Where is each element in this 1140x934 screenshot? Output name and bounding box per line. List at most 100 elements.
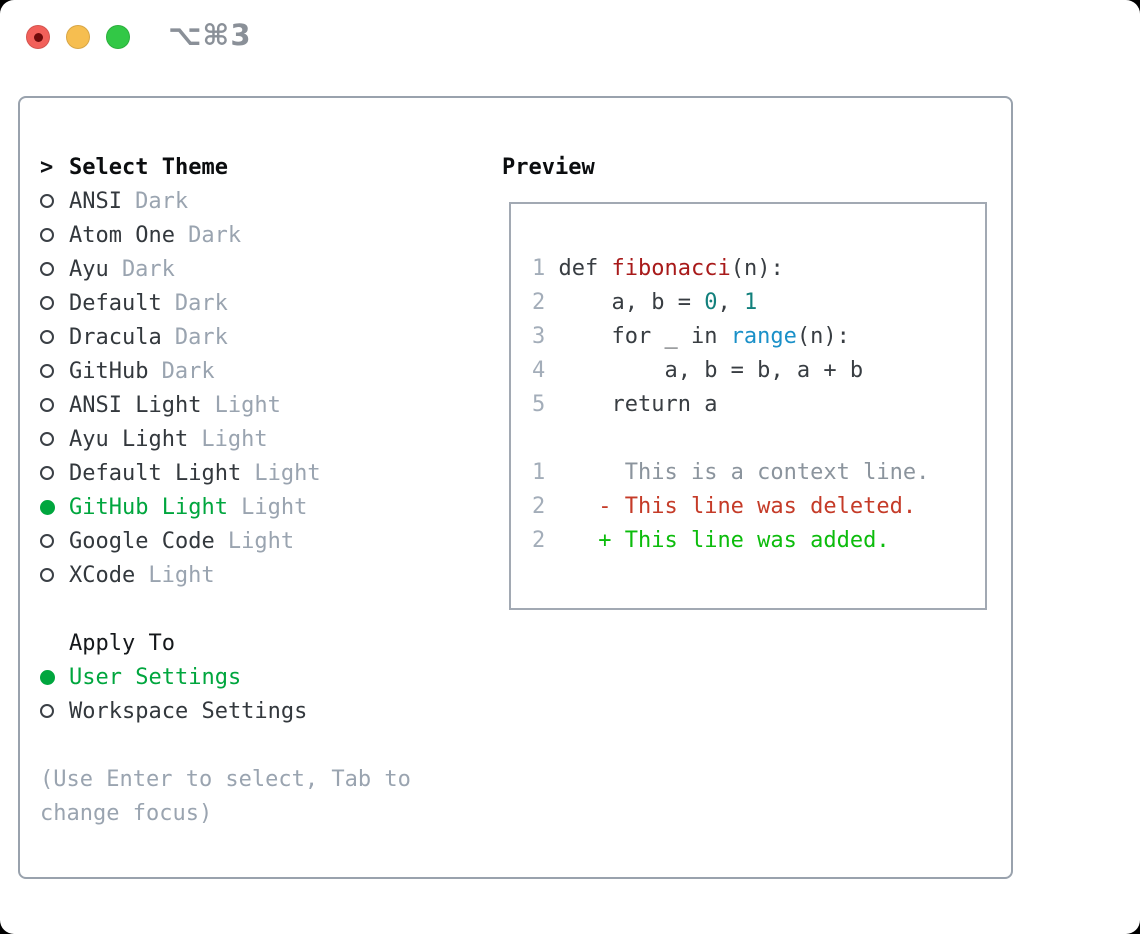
code-token: - This line was deleted. — [598, 494, 917, 519]
radio-icon — [40, 296, 69, 310]
theme-name: Default Light — [69, 460, 242, 486]
radio-outline-icon — [40, 364, 54, 378]
line-number: 2 — [532, 528, 546, 553]
radio-icon — [40, 432, 69, 446]
radio-outline-icon — [40, 568, 54, 582]
code-token: (n): — [796, 324, 850, 349]
code-token: def — [545, 256, 612, 281]
theme-variant: Light — [214, 392, 281, 418]
preview-title: Preview — [502, 154, 595, 180]
line-number: 3 — [532, 324, 546, 349]
theme-option[interactable]: ANSI Dark — [40, 184, 321, 218]
radio-filled-icon — [40, 499, 55, 515]
theme-variant: Light — [227, 528, 295, 554]
radio-outline-icon — [40, 466, 54, 480]
theme-option[interactable]: Ayu Light Light — [40, 422, 321, 456]
theme-name: ANSI Light — [69, 392, 202, 418]
radio-icon — [40, 330, 69, 344]
radio-icon — [40, 466, 69, 480]
theme-name: Default — [69, 290, 162, 316]
radio-outline-icon — [40, 534, 54, 548]
unsaved-indicator-dot — [33, 32, 43, 42]
code-line: 4 a, b = b, a + b — [532, 354, 863, 388]
apply-to-title: Apply To — [69, 630, 175, 656]
theme-name: ANSI — [69, 188, 122, 214]
titlebar: ⌥⌘3 — [0, 0, 1140, 96]
radio-outline-icon — [40, 704, 54, 718]
prompt-icon: > — [40, 154, 54, 180]
line-number: 1 — [532, 460, 546, 485]
diff-preview: 1 This is a context line.2 - This line w… — [532, 456, 929, 558]
code-token: for _ in — [545, 324, 731, 349]
theme-variant: Dark — [174, 290, 228, 316]
code-line: 5 return a — [532, 388, 863, 422]
radio-outline-icon — [40, 194, 54, 208]
code-token: range — [730, 324, 797, 349]
theme-name: GitHub Light — [69, 494, 228, 520]
radio-icon — [40, 568, 69, 582]
selected-radio-icon — [40, 669, 69, 685]
theme-name: Google Code — [69, 528, 215, 554]
code-token: + This line was added. — [598, 528, 890, 553]
theme-option[interactable]: GitHub Light Light — [40, 490, 321, 524]
code-token: a, b = b, a + b — [545, 358, 864, 383]
theme-variant: Dark — [135, 188, 189, 214]
radio-icon — [40, 262, 69, 276]
code-token: fibonacci — [611, 256, 731, 281]
theme-variant: Light — [241, 494, 308, 520]
theme-variant: Dark — [161, 358, 215, 384]
theme-variant: Dark — [174, 324, 228, 350]
diff-line: 1 This is a context line. — [532, 456, 929, 490]
radio-outline-icon — [40, 398, 54, 412]
line-number: 5 — [532, 392, 546, 417]
code-line: 1 def fibonacci(n): — [532, 252, 863, 286]
radio-icon — [40, 194, 69, 208]
theme-variant: Light — [201, 426, 268, 452]
code-token: a, b = — [545, 290, 705, 315]
theme-option[interactable]: ANSI Light Light — [40, 388, 321, 422]
theme-variant: Light — [148, 562, 215, 588]
theme-variant: Dark — [121, 256, 175, 282]
theme-name: Atom One — [69, 222, 175, 248]
select-theme-title: Select Theme — [69, 154, 228, 180]
apply-to-option[interactable]: User Settings — [40, 660, 307, 694]
theme-name: Ayu Light — [69, 426, 189, 452]
line-number: 1 — [532, 256, 546, 281]
apply-to-header: Apply To — [40, 626, 307, 660]
minimize-button[interactable] — [66, 25, 90, 49]
theme-option[interactable]: Google Code Light — [40, 524, 321, 558]
radio-outline-icon — [40, 228, 54, 242]
radio-outline-icon — [40, 262, 54, 276]
code-token: 1 — [743, 290, 758, 315]
radio-icon — [40, 704, 69, 718]
code-token: This is a context line. — [545, 460, 930, 485]
window-shortcut-label: ⌥⌘3 — [168, 18, 252, 52]
line-number: 2 — [532, 290, 546, 315]
diff-line: 2 + This line was added. — [532, 524, 929, 558]
code-token — [545, 528, 598, 553]
preview-header: Preview — [502, 150, 595, 184]
code-token: return a — [545, 392, 718, 417]
close-button[interactable] — [26, 25, 50, 49]
diff-line: 2 - This line was deleted. — [532, 490, 929, 524]
code-token: , — [717, 290, 744, 315]
apply-option-label: User Settings — [69, 664, 242, 690]
zoom-button[interactable] — [106, 25, 130, 49]
radio-outline-icon — [40, 330, 54, 344]
apply-to-option[interactable]: Workspace Settings — [40, 694, 307, 728]
code-token: 0 — [704, 290, 718, 315]
theme-option[interactable]: Default Dark — [40, 286, 321, 320]
radio-icon — [40, 534, 69, 548]
hint-line-1: (Use Enter to select, Tab to — [40, 766, 411, 792]
